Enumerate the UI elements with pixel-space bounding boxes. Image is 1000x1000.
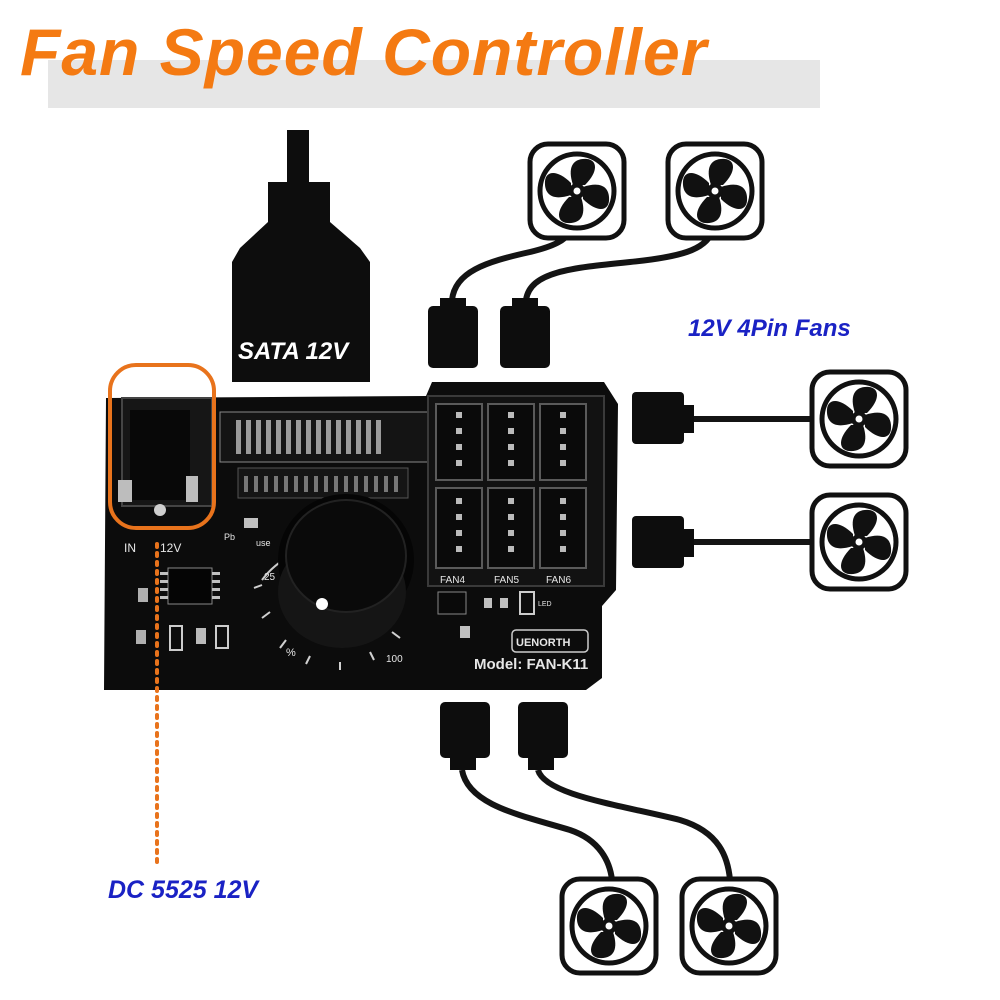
sata-connector-icon [232,130,370,382]
usb-label: use [256,538,271,548]
fan-icon [812,372,906,466]
dc-label: DC 5525 12V [108,876,259,904]
fan-icon [562,879,656,973]
dc-jack-highlight [108,363,216,530]
header-label: FAN5 [494,575,519,586]
pb-label: Pb [224,532,235,542]
fan-plug [500,298,550,368]
fan-plug [632,516,694,568]
brand-text: UENORTH [516,637,570,649]
fan-plug [632,392,694,444]
header-label: FAN4 [440,575,465,586]
sata-label: SATA 12V [238,338,349,365]
model-text: Model: FAN-K11 [474,656,588,673]
title-band [48,60,820,108]
fan-icon [812,495,906,589]
header-label: FAN6 [546,575,571,586]
input-label: IN [124,541,136,555]
input-voltage: 12V [160,541,181,555]
fan-icon [668,144,762,238]
fan-plug [518,702,568,770]
fan-icon [682,879,776,973]
dial-mark: % [286,647,296,659]
dial-mark: 100 [386,654,403,665]
dc-jack-icon [118,397,213,516]
dial-mark: 25 [264,572,276,583]
fan-icon [530,144,624,238]
fan-cables [449,230,812,881]
fan-plug [440,702,490,770]
page-title: Fan Speed Controller [20,15,708,89]
led-label: LED [538,601,552,608]
fan-plug [428,298,478,368]
fans-label: 12V 4Pin Fans [688,315,851,342]
pcb-board [104,382,618,690]
knob-icon [253,494,414,670]
